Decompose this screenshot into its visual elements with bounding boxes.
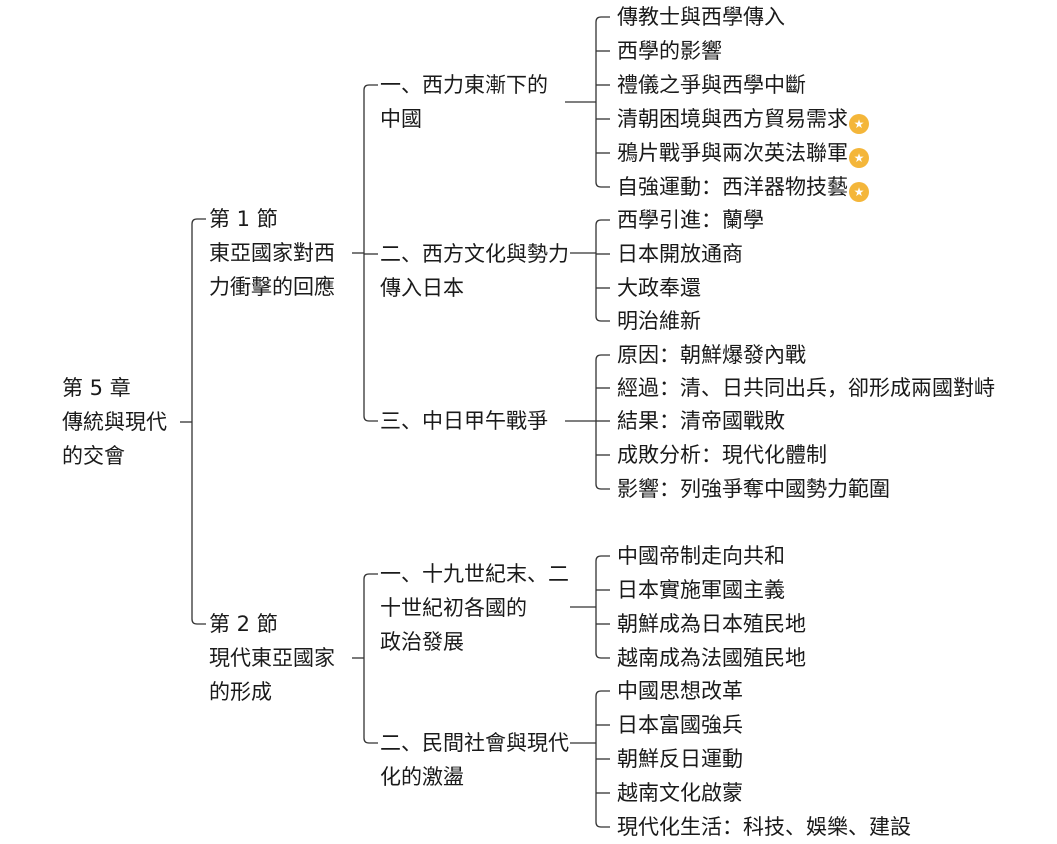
leaf-item: 明治維新 (617, 304, 701, 338)
topic-bracket-spine (595, 16, 610, 188)
section-title-line: 的形成 (209, 680, 272, 704)
section-title-line: 第 1 節 (209, 207, 278, 231)
leaf-item-text: 西學引進：蘭學 (617, 208, 764, 232)
section-title-line: 力衝擊的回應 (209, 275, 335, 299)
topic-title-line: 化的激盪 (380, 765, 464, 789)
star-badge-icon: ★ (849, 182, 869, 202)
section-title-line: 第 2 節 (209, 612, 278, 636)
leaf-item: 日本富國強兵 (617, 708, 743, 742)
chapter-title-line: 第 5 章 (62, 376, 131, 400)
leaf-item-text: 日本實施軍國主義 (617, 578, 785, 602)
leaf-item: 鴉片戰爭與兩次英法聯軍★ (617, 136, 869, 170)
section-bracket-spine (363, 573, 378, 744)
leaf-item: 西學的影響 (617, 34, 722, 68)
topic-title-line: 一、十九世紀末、二 (380, 562, 569, 586)
leaf-item-text: 越南成為法國殖民地 (617, 646, 806, 670)
topic-title-line: 一、西力東漸下的 (380, 73, 548, 97)
leaf-item: 越南成為法國殖民地 (617, 641, 806, 675)
topic-title-line: 二、民間社會與現代 (380, 731, 569, 755)
leaf-item-text: 結果：清帝國戰敗 (617, 409, 785, 433)
star-badge-icon: ★ (849, 114, 869, 134)
leaf-item: 中國思想改革 (617, 674, 743, 708)
leaf-item: 日本開放通商 (617, 237, 743, 271)
leaf-item-text: 中國思想改革 (617, 679, 743, 703)
leaf-item: 越南文化啟蒙 (617, 776, 743, 810)
leaf-item-text: 禮儀之爭與西學中斷 (617, 73, 806, 97)
section-title-line: 東亞國家對西 (209, 241, 335, 265)
chapter-bracket-spine (191, 218, 206, 625)
topic-title-line: 二、西方文化與勢力 (380, 242, 569, 266)
leaf-item: 經過：清、日共同出兵，卻形成兩國對峙 (617, 371, 995, 405)
leaf-item-text: 成敗分析：現代化體制 (617, 443, 827, 467)
chapter-title-line: 的交會 (62, 444, 125, 468)
leaf-item: 朝鮮反日運動 (617, 742, 743, 776)
leaf-item-text: 明治維新 (617, 309, 701, 333)
leaf-item: 成敗分析：現代化體制 (617, 438, 827, 472)
topic-title-line: 三、中日甲午戰爭 (380, 409, 548, 433)
leaf-item: 朝鮮成為日本殖民地 (617, 607, 806, 641)
leaf-item: 大政奉還 (617, 271, 701, 305)
topic-title-line: 十世紀初各國的 (380, 596, 527, 620)
leaf-item-text: 原因：朝鮮爆發內戰 (617, 343, 806, 367)
leaf-item: 日本實施軍國主義 (617, 573, 785, 607)
leaf-item-text: 中國帝制走向共和 (617, 544, 785, 568)
leaf-item: 現代化生活：科技、娛樂、建設 (617, 810, 911, 844)
section-title-line: 現代東亞國家 (209, 646, 335, 670)
leaf-item: 影響：列強爭奪中國勢力範圍 (617, 472, 890, 506)
leaf-item-text: 西學的影響 (617, 39, 722, 63)
leaf-item-text: 傳教士與西學傳入 (617, 5, 785, 29)
topic-bracket-spine (595, 219, 610, 322)
leaf-item-text: 影響：列強爭奪中國勢力範圍 (617, 477, 890, 501)
star-badge-icon: ★ (849, 148, 869, 168)
leaf-item: 清朝困境與西方貿易需求★ (617, 102, 869, 136)
leaf-item-text: 鴉片戰爭與兩次英法聯軍 (617, 141, 848, 165)
topic-title-line: 傳入日本 (380, 276, 464, 300)
leaf-item: 西學引進：蘭學 (617, 203, 764, 237)
leaf-item: 結果：清帝國戰敗 (617, 404, 785, 438)
leaf-item-text: 經過：清、日共同出兵，卻形成兩國對峙 (617, 376, 995, 400)
chapter-title-line: 傳統與現代 (62, 410, 167, 434)
leaf-item-text: 自強運動：西洋器物技藝 (617, 175, 848, 199)
leaf-item-text: 朝鮮成為日本殖民地 (617, 612, 806, 636)
topic-bracket-spine (595, 354, 610, 490)
section-bracket-spine (363, 84, 378, 422)
leaf-item: 自強運動：西洋器物技藝★ (617, 170, 869, 204)
topic-title-line: 中國 (380, 107, 422, 131)
leaf-item-text: 大政奉還 (617, 276, 701, 300)
leaf-item: 禮儀之爭與西學中斷 (617, 68, 806, 102)
leaf-item: 原因：朝鮮爆發內戰 (617, 338, 806, 372)
leaf-item: 中國帝制走向共和 (617, 539, 785, 573)
leaf-item-text: 越南文化啟蒙 (617, 781, 743, 805)
leaf-item: 傳教士與西學傳入 (617, 0, 785, 34)
leaf-item-text: 朝鮮反日運動 (617, 747, 743, 771)
leaf-item-text: 日本富國強兵 (617, 713, 743, 737)
topic-title-line: 政治發展 (380, 630, 464, 654)
leaf-item-text: 清朝困境與西方貿易需求 (617, 107, 848, 131)
leaf-item-text: 日本開放通商 (617, 242, 743, 266)
topic-bracket-spine (595, 555, 610, 659)
leaf-item-text: 現代化生活：科技、娛樂、建設 (617, 815, 911, 839)
